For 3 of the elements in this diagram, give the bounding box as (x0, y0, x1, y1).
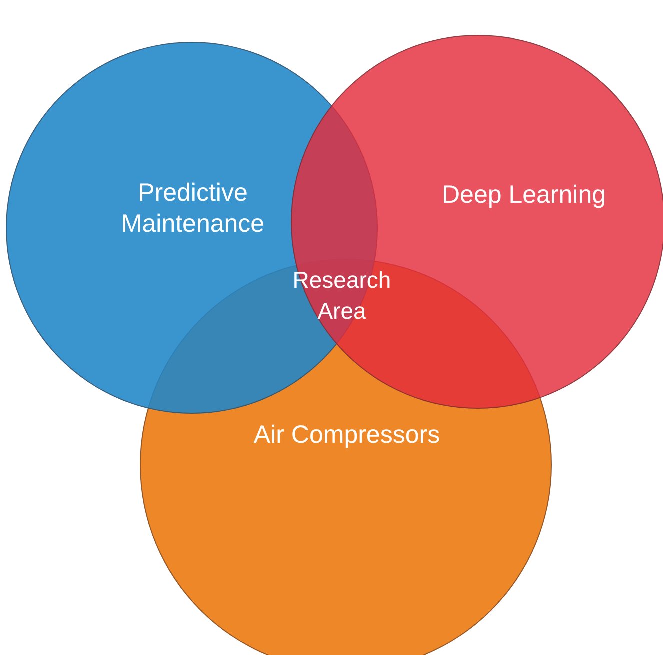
circle-label: Predictive Maintenance (120, 178, 266, 240)
circle-label: Air Compressors (252, 420, 442, 451)
circle-label: Deep Learning (440, 180, 607, 211)
